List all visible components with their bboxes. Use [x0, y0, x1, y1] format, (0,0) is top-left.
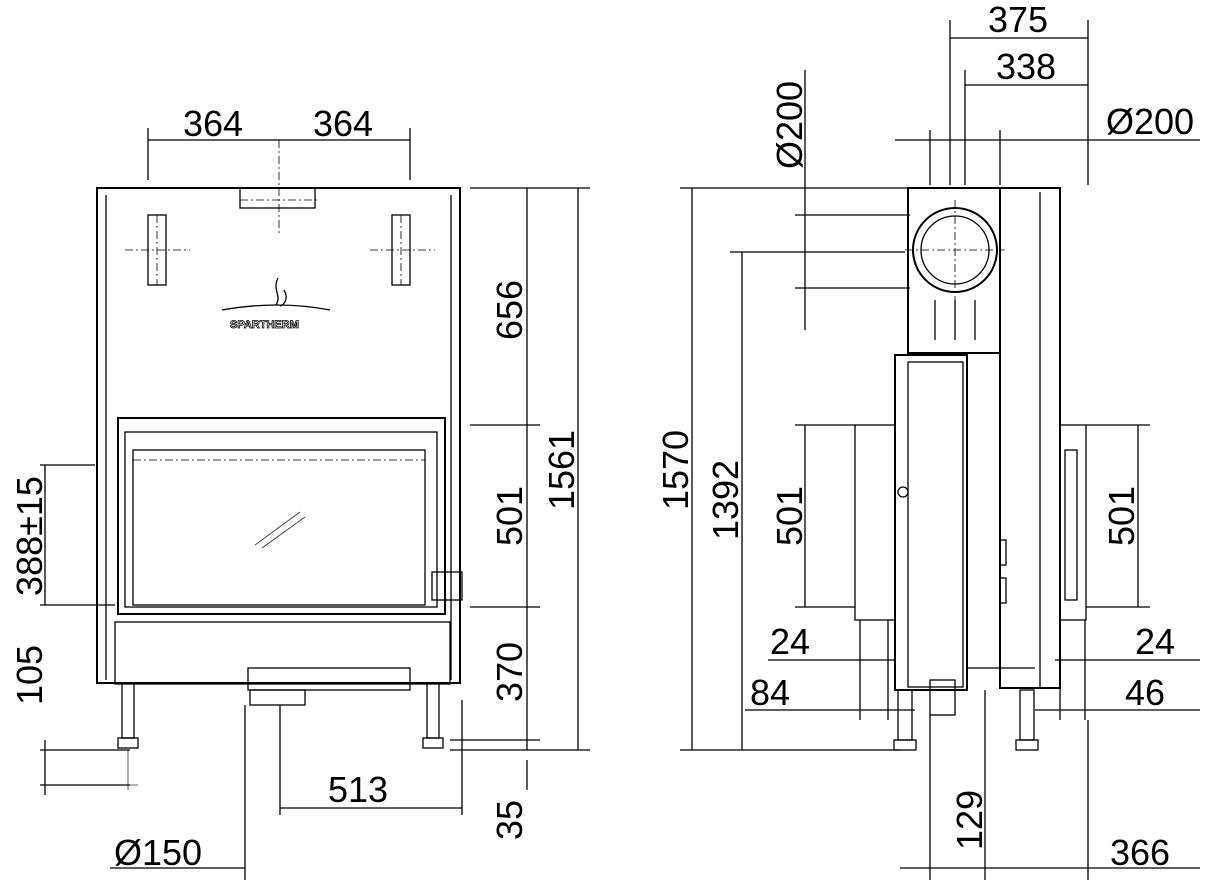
vent-right [370, 214, 435, 286]
dim-height-top: 656 [489, 280, 530, 340]
front-dimensions: 364 364 656 501 370 1561 35 388±15 105 5… [9, 103, 590, 880]
dim-height-door: 501 [489, 486, 530, 546]
dim-door-left: 501 [769, 486, 810, 546]
air-inlet [247, 667, 411, 691]
side-leg-rear [1019, 689, 1035, 741]
dim-offset-84: 84 [750, 672, 790, 713]
dim-offset-left-24: 24 [770, 621, 810, 662]
dim-width-left: 364 [183, 103, 243, 144]
front-body-outline [96, 187, 461, 684]
dim-leg-adjust: 105 [9, 645, 50, 705]
rear-panel [1059, 424, 1087, 621]
dim-flue-dia-horizontal: Ø200 [1106, 101, 1194, 142]
leg-left [121, 682, 135, 739]
spartherm-logo: SPARTHERM [221, 277, 331, 331]
front-view: SPARTHERM [96, 140, 463, 790]
svg-text:SPARTHERM: SPARTHERM [230, 319, 299, 331]
dim-flue-offset-side: 338 [996, 46, 1056, 87]
door-handle [431, 571, 463, 601]
dim-depth-top: 375 [988, 0, 1048, 40]
side-view [854, 187, 1087, 751]
dim-depth-bottom: 366 [1110, 832, 1170, 873]
flue-box [907, 187, 1001, 354]
dim-height-total-side: 1570 [655, 430, 696, 510]
bottom-panel [114, 621, 451, 685]
dim-offset-right-24: 24 [1135, 621, 1175, 662]
dim-height-feet: 35 [489, 800, 530, 840]
leg-right [426, 682, 440, 739]
door-frame [117, 417, 446, 615]
dim-offset-46: 46 [1125, 672, 1165, 713]
dim-height-total: 1561 [541, 430, 582, 510]
dim-offset-129: 129 [949, 790, 990, 850]
dim-flue-dia-vertical: Ø200 [769, 81, 810, 169]
side-door-panel [854, 424, 896, 621]
side-body [894, 354, 968, 691]
side-dimensions: 375 338 Ø200 Ø200 1570 1392 501 501 24 [655, 0, 1200, 880]
dim-flue-offset: 513 [328, 769, 388, 810]
dim-air-inlet: Ø150 [114, 832, 202, 873]
dim-width-right: 364 [313, 103, 373, 144]
dim-glass-to-floor: 388±15 [9, 476, 50, 596]
rear-column [999, 187, 1061, 689]
dim-door-right: 501 [1101, 486, 1142, 546]
flue-collar [239, 187, 316, 209]
side-leg-front [897, 689, 913, 741]
dim-height-bottom: 370 [489, 642, 530, 702]
vent-left [125, 214, 190, 286]
glass-pane [132, 449, 426, 606]
dim-flue-center-height: 1392 [705, 460, 746, 540]
